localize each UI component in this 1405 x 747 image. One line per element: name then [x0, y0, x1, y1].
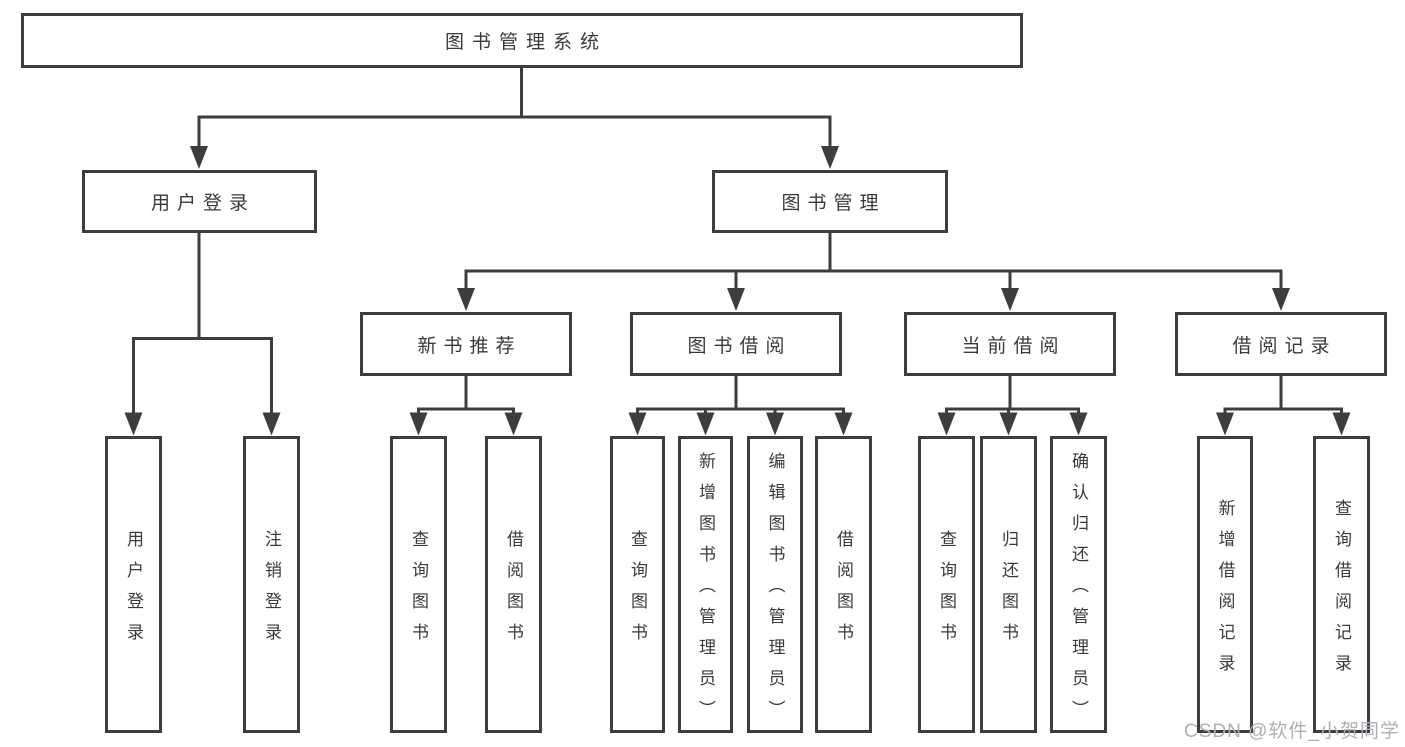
arrowhead	[1069, 412, 1088, 436]
leaf-label: 查询图书	[628, 529, 647, 654]
leaf-borrow-books-recommend: 借阅图书	[485, 436, 542, 733]
connector-current-borrow-split	[945, 375, 1080, 416]
leaf-return-books: 归还图书	[980, 436, 1037, 733]
arrowhead	[1332, 412, 1351, 436]
leaf-query-books-current: 查询图书	[918, 436, 975, 733]
arrowhead	[457, 288, 475, 311]
node-label: 图书管理	[781, 193, 886, 214]
connector-book-management-split	[464, 232, 1283, 292]
node-label: 新书推荐	[417, 335, 522, 357]
leaf-label: 查询图书	[937, 529, 956, 654]
arrowhead	[504, 412, 523, 436]
arrowhead	[1001, 288, 1019, 311]
node-system-root: 图书管理系统	[21, 13, 1023, 68]
leaf-query-borrow-record: 查询借阅记录	[1313, 436, 1370, 733]
arrowhead	[628, 412, 647, 436]
leaf-query-books-borrow: 查询图书	[610, 436, 665, 733]
leaf-add-books-admin: 新增图书（管理员）	[678, 436, 733, 733]
node-label: 借阅记录	[1232, 335, 1337, 357]
node-user-login: 用户登录	[82, 170, 317, 233]
arrowhead	[1216, 412, 1234, 436]
leaf-label: 新增借阅记录	[1215, 498, 1235, 685]
arrowhead	[409, 412, 428, 436]
node-new-book-recommend: 新书推荐	[360, 312, 572, 376]
leaf-label: 查询图书	[409, 529, 428, 654]
node-label: 当前借阅	[961, 335, 1066, 357]
arrowhead	[821, 146, 839, 169]
leaf-label: 编辑图书（管理员）	[765, 452, 785, 731]
leaf-add-borrow-record: 新增借阅记录	[1197, 436, 1253, 733]
connector-new-book-recommend-split	[417, 375, 515, 416]
arrowhead	[124, 412, 143, 436]
leaf-borrow-books: 借阅图书	[815, 436, 872, 733]
arrowhead	[696, 412, 715, 436]
leaf-label: 归还图书	[999, 529, 1018, 654]
node-label: 图书借阅	[687, 335, 792, 357]
arrowhead	[1272, 288, 1290, 311]
arrowhead	[999, 412, 1018, 436]
arrowhead	[834, 412, 853, 436]
arrowhead	[727, 288, 745, 311]
leaf-label: 用户登录	[124, 529, 143, 654]
arrowhead	[766, 412, 784, 436]
leaf-label: 注销登录	[262, 529, 281, 654]
leaf-label: 借阅图书	[504, 529, 523, 654]
node-current-borrow: 当前借阅	[904, 312, 1116, 376]
connector-root-split	[197, 66, 832, 150]
connector-user-login-split	[132, 232, 273, 416]
leaf-logout: 注销登录	[243, 436, 300, 733]
arrowhead	[937, 412, 956, 436]
node-label: 用户登录	[150, 193, 255, 214]
leaf-edit-books-admin: 编辑图书（管理员）	[747, 436, 803, 733]
arrowhead	[262, 412, 281, 436]
csdn-watermark: CSDN @软件_小贺同学	[1184, 721, 1400, 742]
node-label: 图书管理系统	[444, 32, 607, 53]
leaf-confirm-return-admin: 确认归还（管理员）	[1050, 436, 1107, 733]
leaf-label: 确认归还（管理员）	[1069, 452, 1088, 731]
leaf-label: 查询借阅记录	[1332, 498, 1351, 685]
leaf-query-books-recommend: 查询图书	[390, 436, 447, 733]
connector-book-borrow-split	[636, 375, 845, 416]
connector-borrow-records-split	[1223, 375, 1343, 416]
leaf-label: 借阅图书	[834, 529, 853, 654]
node-borrow-records: 借阅记录	[1175, 312, 1387, 376]
leaf-label: 新增图书（管理员）	[696, 452, 715, 731]
node-book-management: 图书管理	[712, 170, 948, 233]
node-book-borrow: 图书借阅	[630, 312, 842, 376]
arrowhead	[190, 146, 208, 169]
leaf-user-login: 用户登录	[105, 436, 162, 733]
